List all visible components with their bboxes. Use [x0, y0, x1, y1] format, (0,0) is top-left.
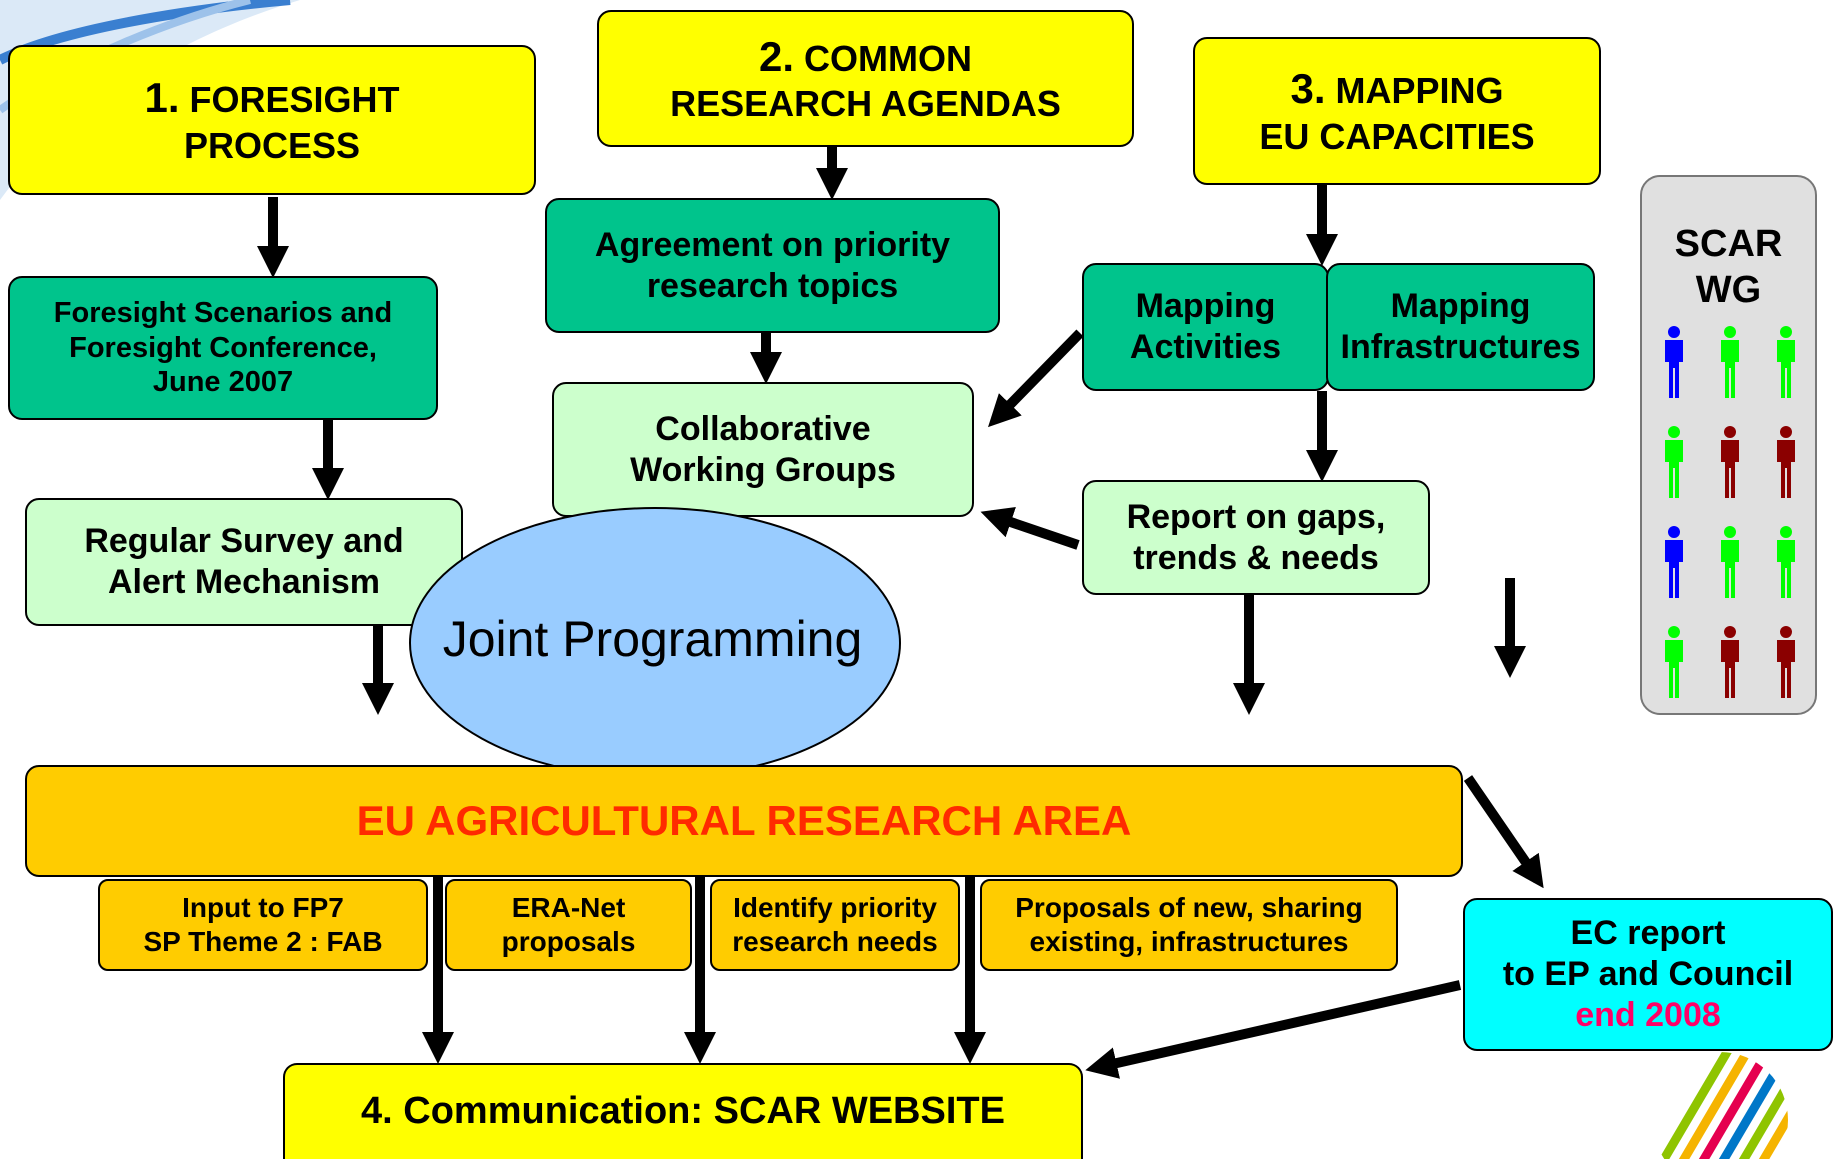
report-gaps-line2: trends & needs [1133, 538, 1379, 577]
agendas-title-line1: COMMON [804, 37, 973, 79]
foresight-title-line2: PROCESS [183, 124, 361, 166]
person-icon [1721, 426, 1739, 498]
report-gaps-line1: Report on gaps, [1126, 497, 1386, 536]
input-fp7-box: Input to FP7 SP Theme 2 : FAB [98, 879, 428, 971]
ec-report-line1: EC report [1570, 914, 1726, 953]
people-grid [1665, 326, 1795, 698]
identify-priority-line1: Identify priority [733, 892, 937, 924]
agreement-line1: Agreement on priority [594, 225, 951, 264]
scar-title-line2: WG [1695, 268, 1762, 311]
collaborative-groups-box: Collaborative Working Groups [552, 382, 974, 517]
ec-report-date: end 2008 [1575, 995, 1721, 1034]
proposals-new-line2: existing, infrastructures [1029, 926, 1349, 957]
mapping-infrastructures-box: Mapping Infrastructures [1326, 263, 1595, 391]
mapping-title-line1: MAPPING [1335, 70, 1504, 112]
input-fp7-line2: SP Theme 2 : FAB [143, 926, 383, 957]
person-icon [1665, 626, 1683, 698]
person-icon [1721, 626, 1739, 698]
scar-wg-title: SCAR WG [1642, 222, 1815, 313]
mapping-infrastructures-line1: Mapping [1390, 287, 1531, 326]
person-icon [1777, 326, 1795, 398]
person-icon [1777, 526, 1795, 598]
proposals-new-box: Proposals of new, sharing existing, infr… [980, 879, 1398, 971]
scar-title-line1: SCAR [1674, 223, 1783, 265]
common-research-agendas-box: 2. COMMON RESEARCH AGENDAS [597, 10, 1134, 147]
person-icon [1777, 626, 1795, 698]
communication-label: 4. Communication: SCAR WEBSITE [361, 1090, 1005, 1133]
era-net-line1: ERA-Net [511, 892, 626, 924]
collaborative-line2: Working Groups [630, 450, 896, 489]
identify-priority-line2: research needs [732, 926, 938, 957]
input-fp7-line1: Input to FP7 [182, 892, 344, 924]
mapping-activities-line1: Mapping [1135, 287, 1276, 326]
agreement-line2: research topics [646, 266, 899, 305]
foresight-title-line1: FORESIGHT [189, 79, 400, 121]
eu-agricultural-research-area-box: EU AGRICULTURAL RESEARCH AREA [25, 765, 1463, 877]
mapping-activities-line2: Activities [1129, 328, 1282, 366]
mapping-activities-box: Mapping Activities [1082, 263, 1329, 391]
mapping-eu-capacities-box: 3. MAPPING EU CAPACITIES [1193, 37, 1601, 185]
proposals-new-line1: Proposals of new, sharing [1015, 892, 1363, 924]
regular-survey-box: Regular Survey and Alert Mechanism [25, 498, 463, 626]
person-icon [1665, 426, 1683, 498]
ec-report-box: EC report to EP and Council end 2008 [1463, 898, 1833, 1051]
foresight-process-box: 1. FORESIGHT PROCESS [8, 45, 536, 195]
era-net-line2: proposals [501, 926, 636, 957]
regular-survey-line1: Regular Survey and [84, 522, 404, 561]
ec-report-line2: to EP and Council [1502, 955, 1794, 994]
eu-area-title: EU AGRICULTURAL RESEARCH AREA [356, 796, 1132, 844]
communication-box: 4. Communication: SCAR WEBSITE [283, 1063, 1083, 1159]
agreement-priority-box: Agreement on priority research topics [545, 198, 1000, 333]
scar-wg-panel: SCAR WG [1640, 175, 1817, 715]
identify-priority-box: Identify priority research needs [710, 879, 960, 971]
person-icon [1777, 426, 1795, 498]
agendas-title-line2: RESEARCH AGENDAS [670, 83, 1061, 125]
person-icon [1721, 526, 1739, 598]
mapping-infrastructures-line2: Infrastructures [1340, 328, 1581, 366]
agendas-number: 2. [758, 32, 795, 80]
joint-programming-label: Joint Programming [442, 611, 863, 667]
foresight-scenarios-box: Foresight Scenarios and Foresight Confer… [8, 276, 438, 420]
person-icon [1665, 326, 1683, 398]
era-net-box: ERA-Net proposals [445, 879, 692, 971]
person-icon [1721, 326, 1739, 398]
report-gaps-box: Report on gaps, trends & needs [1082, 480, 1430, 595]
foresight-scenarios-line3: June 2007 [152, 366, 294, 399]
mapping-number: 3. [1290, 65, 1326, 113]
foresight-scenarios-line2: Foresight Conference, [69, 331, 377, 364]
person-icon [1665, 526, 1683, 598]
mapping-title-line2: EU CAPACITIES [1259, 115, 1535, 157]
collaborative-line1: Collaborative [655, 409, 871, 448]
foresight-number: 1. [144, 74, 180, 122]
foresight-scenarios-line1: Foresight Scenarios and [53, 296, 393, 329]
regular-survey-line2: Alert Mechanism [107, 563, 381, 601]
